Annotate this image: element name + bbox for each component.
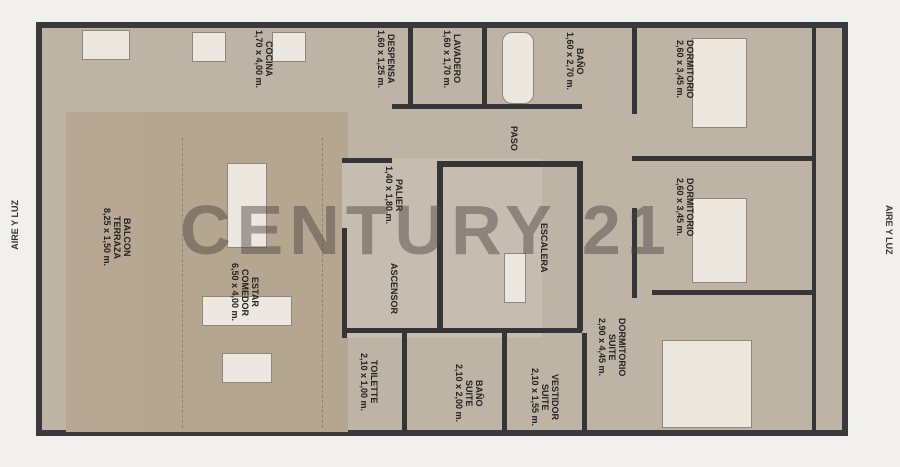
label-paso: PASO	[509, 126, 519, 151]
sink	[272, 32, 306, 62]
bed-1	[692, 38, 747, 128]
bed-2	[692, 198, 747, 283]
sofa	[202, 296, 292, 326]
aire-y-luz-right: AIRE Y LUZ	[884, 205, 894, 255]
coffee-table	[222, 353, 272, 383]
dining-table	[227, 163, 267, 248]
label-ascensor: ASCENSOR	[389, 263, 399, 315]
bed-suite	[662, 340, 752, 428]
stove	[192, 32, 226, 62]
aire-y-luz-left: AIRE Y LUZ	[10, 200, 20, 250]
bathtub	[502, 32, 534, 104]
label-escalera: ESCALERA	[539, 223, 549, 273]
century21-watermark: CENTURY 21	[180, 191, 672, 269]
balcon-terraza	[66, 112, 138, 432]
counter	[82, 30, 130, 60]
elevator-shaft	[504, 253, 526, 303]
